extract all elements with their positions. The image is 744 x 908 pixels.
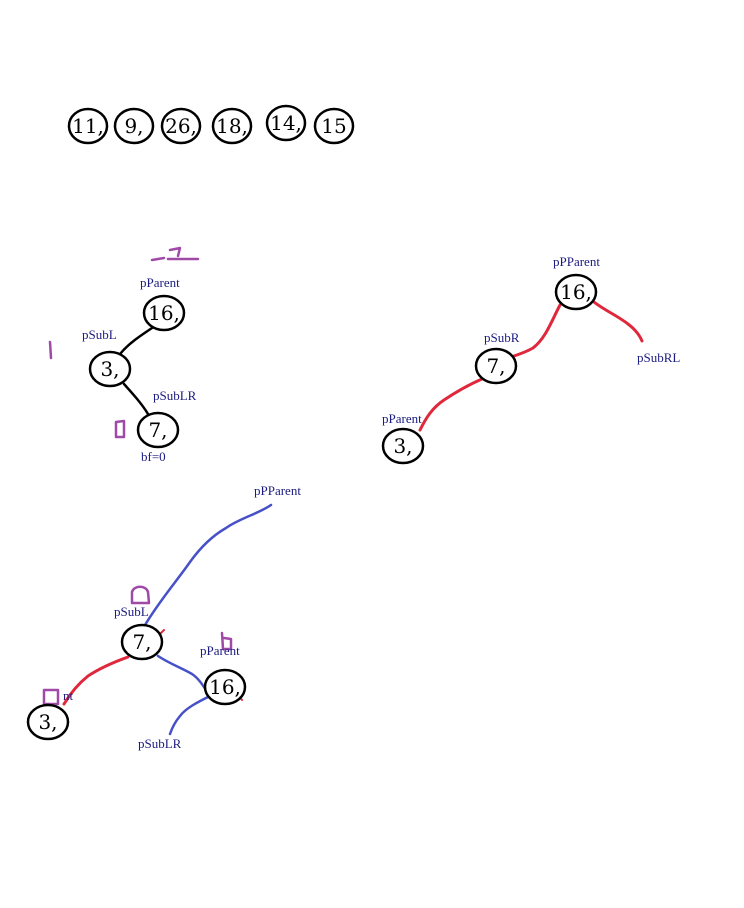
sequence-node-label: 11, bbox=[72, 114, 104, 138]
node-label: 3, bbox=[100, 357, 119, 381]
sequence-node: 14, bbox=[265, 104, 307, 142]
purple-scribble-mark bbox=[150, 246, 200, 262]
purple-scribble-mark bbox=[220, 631, 233, 651]
tree-node: 7, bbox=[136, 411, 180, 449]
sequence-node-label: 26, bbox=[165, 114, 197, 138]
label-pparent: pParent bbox=[140, 275, 180, 290]
label-ppparent: pPParent bbox=[254, 483, 301, 498]
node-label: 7, bbox=[486, 354, 505, 378]
purple-scribble-mark bbox=[114, 419, 126, 439]
label-pparent: pParent bbox=[382, 411, 422, 426]
edge-ppparent-to-7 bbox=[143, 503, 273, 627]
sequence-node: 11, bbox=[67, 107, 109, 145]
sequence-node-label: 15 bbox=[321, 114, 346, 138]
sequence-row: 11, 9, 26, 18, 14, 15 bbox=[67, 104, 355, 145]
edge-16-to-3 bbox=[118, 326, 154, 356]
label-psubr: pSubR bbox=[484, 330, 520, 345]
edge-16-to-psubrl bbox=[592, 300, 644, 343]
label-partial: nt bbox=[63, 688, 74, 703]
diagram-right-top: pPParent pSubR pParent pSubRL 16, 7, 3, bbox=[381, 254, 680, 465]
edge-16-to-psublr bbox=[168, 695, 210, 736]
sequence-node: 18, bbox=[211, 107, 253, 145]
tree-node: 16, bbox=[554, 273, 598, 311]
edge-7-to-16 bbox=[156, 654, 208, 692]
diagram-bottom: pPParent pSubL pParent pSubLR nt 7, 3, 1… bbox=[26, 483, 301, 751]
edge-16-to-7 bbox=[512, 303, 562, 358]
edge-7-to-3 bbox=[62, 655, 130, 706]
edge-7-to-3 bbox=[418, 377, 484, 432]
node-label: 7, bbox=[132, 630, 151, 654]
label-psublr: pSubLR bbox=[153, 388, 197, 403]
label-pparent: pParent bbox=[200, 643, 240, 658]
node-label: 16, bbox=[148, 301, 180, 325]
tree-node: 3, bbox=[26, 703, 70, 741]
sequence-node: 9, bbox=[113, 107, 155, 145]
node-label: 7, bbox=[148, 418, 167, 442]
tree-node: 16, bbox=[203, 668, 247, 706]
label-psubrl: pSubRL bbox=[637, 350, 680, 365]
purple-scribble-mark bbox=[42, 688, 60, 706]
tree-node: 7, bbox=[120, 623, 164, 661]
diagram-left-top: pParent pSubL pSubLR bf=0 16, 3, 7, bbox=[48, 246, 200, 464]
edge-3-to-7 bbox=[122, 382, 150, 416]
label-bf: bf=0 bbox=[141, 449, 166, 464]
node-label: 16, bbox=[209, 675, 241, 699]
sequence-node-label: 9, bbox=[124, 114, 143, 138]
purple-scribble-mark bbox=[130, 585, 151, 605]
label-ppparent: pPParent bbox=[553, 254, 600, 269]
node-label: 3, bbox=[393, 434, 412, 458]
tree-node: 7, bbox=[474, 347, 518, 385]
sequence-node-label: 18, bbox=[216, 114, 248, 138]
node-label: 3, bbox=[38, 710, 57, 734]
tree-node: 3, bbox=[381, 427, 425, 465]
label-psubl: pSubL bbox=[82, 327, 117, 342]
node-label: 16, bbox=[560, 280, 592, 304]
sequence-node: 26, bbox=[160, 107, 202, 145]
tree-node: 16, bbox=[142, 294, 186, 332]
purple-scribble-mark bbox=[48, 340, 53, 360]
sequence-node-label: 14, bbox=[270, 111, 302, 135]
sequence-node: 15 bbox=[313, 107, 355, 145]
label-psublr: pSubLR bbox=[138, 736, 182, 751]
tree-node: 3, bbox=[88, 350, 132, 388]
label-psubl: pSubL bbox=[114, 604, 149, 619]
